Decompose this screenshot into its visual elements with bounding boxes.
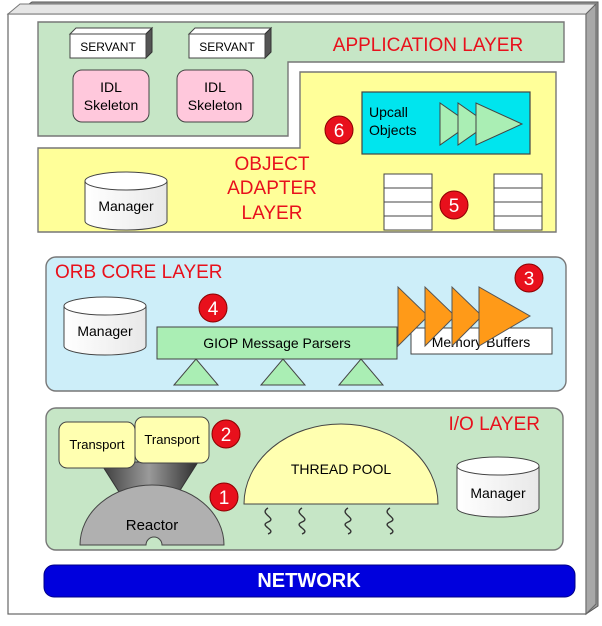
transport-2-label: Transport (144, 432, 200, 447)
skeleton-1-line-2: Skeleton (84, 97, 138, 113)
application-layer-panel (37, 21, 565, 137)
servant-label-2: SERVANT (199, 40, 255, 54)
svg-text:5: 5 (449, 196, 460, 217)
upcall-arrow-1 (439, 102, 471, 146)
io-manager-cylinder: Manager (456, 456, 540, 518)
marker-5: 5 (439, 190, 469, 220)
io-layer-title: I/O LAYER (448, 414, 540, 435)
transport-box-1: Transport (58, 421, 136, 469)
orb-core-layer-title: ORB CORE LAYER (55, 262, 223, 283)
upcall-line-2: Objects (369, 122, 416, 138)
skeleton-2-line-1: IDL (204, 79, 226, 95)
demux-table-2 (493, 173, 543, 231)
upcall-arrow-2 (457, 102, 489, 146)
object-adapter-title-line-1: OBJECT (235, 154, 310, 175)
io-manager-label: Manager (470, 485, 526, 501)
svg-text:3: 3 (524, 269, 535, 290)
orb-core-manager-label: Manager (77, 323, 133, 339)
thread-squiggles (264, 507, 394, 535)
demux-table-1 (383, 173, 433, 231)
svg-text:6: 6 (334, 121, 345, 142)
marker-3: 3 (514, 263, 544, 293)
upcall-line-1: Upcall (369, 104, 408, 120)
thread-pool-shape (243, 423, 439, 505)
giop-triangle-2 (259, 358, 307, 386)
object-adapter-title-line-3: LAYER (242, 203, 303, 224)
svg-text:1: 1 (219, 488, 230, 509)
object-adapter-manager-cylinder: Manager (84, 171, 168, 231)
svg-text:4: 4 (208, 299, 219, 320)
servant-box-1: SERVANT (68, 26, 154, 60)
transport-box-2: Transport (134, 416, 210, 464)
orb-core-manager-cylinder: Manager (63, 296, 147, 356)
marker-4: 4 (198, 293, 228, 323)
application-layer-title: APPLICATION LAYER (333, 35, 523, 56)
transport-1-label: Transport (69, 437, 125, 452)
idl-skeleton-2: IDL Skeleton (176, 69, 254, 123)
network-label: NETWORK (257, 570, 361, 592)
servant-label-1: SERVANT (80, 40, 136, 54)
svg-text:2: 2 (221, 425, 232, 446)
memory-buffer-arrows (397, 285, 531, 348)
reactor-label: Reactor (126, 517, 179, 534)
upcall-arrow-3 (475, 102, 524, 146)
object-adapter-manager-label: Manager (98, 198, 154, 214)
network-bar (43, 564, 576, 598)
idl-skeleton-1: IDL Skeleton (72, 69, 150, 123)
object-adapter-title-line-2: ADAPTER (227, 178, 317, 199)
reactor-shape (79, 484, 225, 546)
servant-box-2: SERVANT (187, 26, 273, 60)
giop-triangle-1 (172, 358, 220, 386)
skeleton-1-line-1: IDL (100, 79, 122, 95)
marker-6: 6 (324, 115, 354, 145)
upcall-objects-box: Upcall Objects (361, 91, 531, 155)
marker-1: 1 (209, 482, 239, 512)
giop-label: GIOP Message Parsers (203, 335, 351, 351)
marker-2: 2 (211, 419, 241, 449)
giop-triangle-3 (337, 358, 385, 386)
thread-pool-label: THREAD POOL (291, 461, 392, 477)
giop-message-parsers: GIOP Message Parsers (156, 326, 398, 386)
skeleton-2-line-2: Skeleton (188, 97, 242, 113)
